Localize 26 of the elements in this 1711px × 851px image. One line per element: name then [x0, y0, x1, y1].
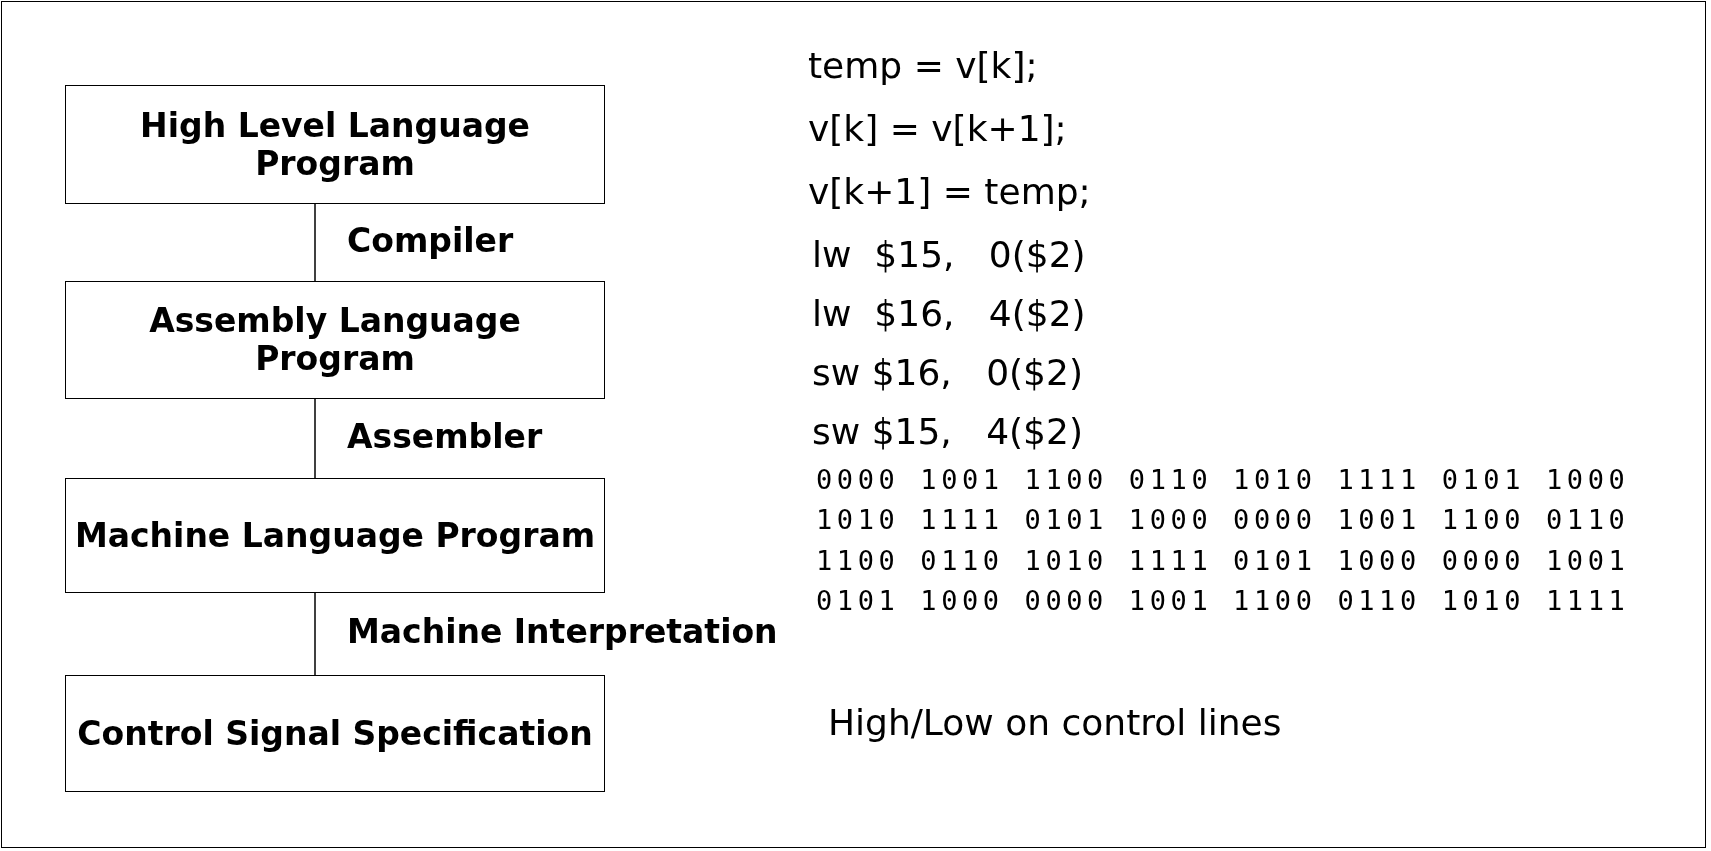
box-label: High Level Language Program — [139, 106, 531, 183]
process-box — [65, 281, 605, 399]
note-text: High/Low on control lines — [828, 702, 1282, 743]
code-line: lw $15, 0($2) — [812, 234, 1086, 275]
process-box — [65, 675, 605, 792]
binary-code-line: 1010 1111 0101 1000 0000 1001 1100 0110 — [816, 504, 1630, 535]
code-line: temp = v[k]; — [808, 45, 1038, 86]
process-box — [65, 85, 605, 204]
code-line: sw $15, 4($2) — [812, 411, 1083, 452]
code-line: v[k] = v[k+1]; — [808, 108, 1067, 149]
code-line: sw $16, 0($2) — [812, 352, 1083, 393]
process-box — [65, 478, 605, 593]
binary-code-line: 1100 0110 1010 1111 0101 1000 0000 1001 — [816, 545, 1630, 576]
connector-line — [314, 203, 316, 282]
edge-label: Assembler — [347, 416, 543, 456]
connector-line — [314, 592, 316, 676]
box-label: Machine Language Program — [74, 516, 596, 555]
code-line: v[k+1] = temp; — [808, 171, 1091, 212]
binary-code-line: 0101 1000 0000 1001 1100 0110 1010 1111 — [816, 585, 1630, 616]
edge-label: Compiler — [347, 220, 514, 260]
edge-label: Machine Interpretation — [347, 612, 778, 651]
box-label: Assembly Language Program — [148, 302, 522, 378]
code-line: lw $16, 4($2) — [812, 293, 1086, 334]
box-label: Control Signal Specification — [77, 714, 593, 753]
binary-code-line: 0000 1001 1100 0110 1010 1111 0101 1000 — [816, 464, 1630, 495]
connector-line — [314, 398, 316, 479]
